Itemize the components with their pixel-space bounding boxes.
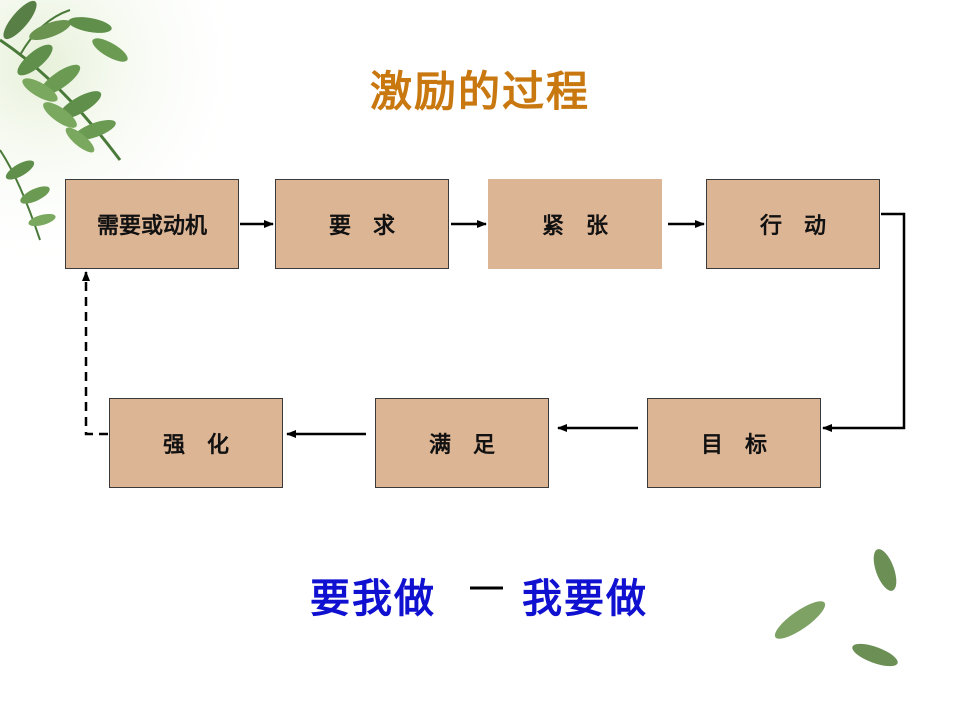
small-leaves-icon [774,549,898,667]
fern-leaves-icon [0,0,128,241]
flow-box-tension: 紧 张 [488,179,662,269]
arrow-reinforcement-to-need [82,271,108,436]
flow-box-satisfaction: 满 足 [375,398,549,488]
page-title: 激励的过程 [369,67,590,116]
arrow-action-to-goal [822,212,906,432]
slogan-right: 我要做 [522,575,648,622]
flow-box-demand: 要 求 [275,179,449,269]
flow-box-goal: 目 标 [647,398,821,488]
flow-box-need: 需要或动机 [65,179,239,269]
flow-box-reinforcement: 强 化 [109,398,283,488]
flow-box-action: 行 动 [706,179,880,269]
slogan-left: 要我做 [310,575,436,622]
